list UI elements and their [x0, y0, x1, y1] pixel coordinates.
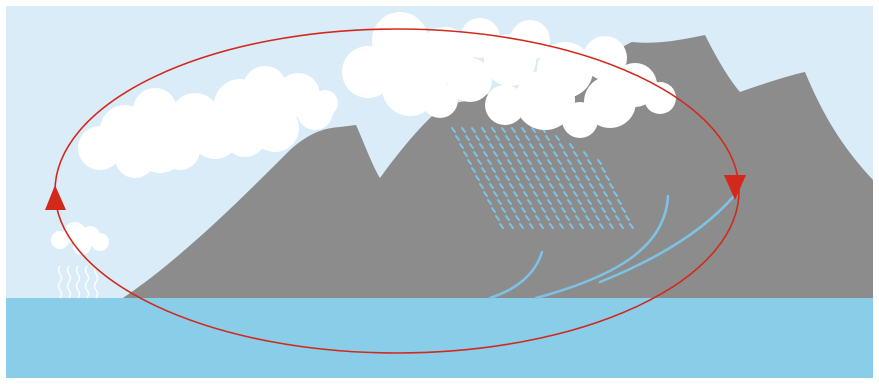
sea [6, 298, 873, 378]
